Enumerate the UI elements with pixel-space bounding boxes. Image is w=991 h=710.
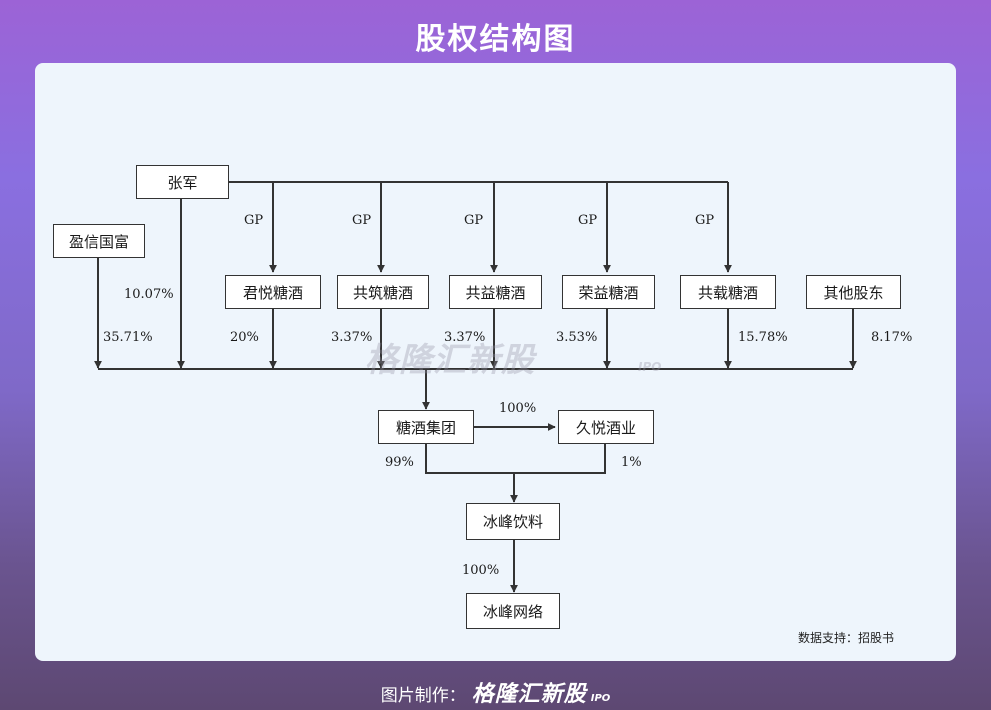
watermark-text: 格隆汇新股 (365, 340, 535, 379)
entity-label: 共益糖酒 (465, 283, 526, 302)
entity-binfeng: 冰峰饮料 (466, 503, 560, 540)
entity-label: 冰峰饮料 (482, 513, 543, 531)
pct-rongyi: 3.53% (556, 330, 598, 345)
entity-label: 君悦糖酒 (242, 283, 303, 302)
entity-yingxin: 盈信国富 (53, 224, 145, 258)
entity-junyue: 君悦糖酒 (225, 275, 321, 309)
entity-label: 荣益糖酒 (578, 283, 639, 302)
pct-zhangjun: 10.07% (124, 287, 174, 302)
entity-gongzai: 共载糖酒 (680, 275, 776, 309)
entity-label: 久悦酒业 (575, 418, 636, 437)
watermark-ipo: IPO (638, 360, 662, 374)
entity-zhangjun: 张军 (136, 165, 229, 199)
pct-group-binfeng: 99% (385, 455, 414, 470)
entity-gongzhu: 共筑糖酒 (337, 275, 429, 309)
pct-binfeng-network: 100% (462, 563, 500, 578)
gp-label-rongyi: GP (578, 213, 598, 228)
entity-jiuyue: 久悦酒业 (558, 410, 654, 444)
entity-label: 张军 (167, 173, 198, 192)
footer-brand-ipo: IPO (590, 693, 611, 704)
pct-gongzai: 15.78% (738, 330, 788, 345)
footer-brand-logo: 格隆汇新股 (471, 682, 587, 707)
entity-label: 糖酒集团 (395, 418, 456, 437)
gp-label-gongzai: GP (695, 213, 715, 228)
gp-label-gongyi: GP (464, 213, 484, 228)
entity-label: 冰峰网络 (482, 602, 543, 621)
pct-gongzhu: 3.37% (331, 330, 373, 345)
gp-label-junyue: GP (244, 213, 264, 228)
entity-network: 冰峰网络 (466, 593, 560, 629)
entity-label: 共筑糖酒 (352, 283, 413, 302)
footer: 图片制作： 格隆汇新股 IPO (0, 676, 991, 708)
pct-junyue: 20% (230, 330, 259, 345)
entity-label: 共载糖酒 (697, 283, 758, 302)
entity-label: 盈信国富 (68, 232, 129, 251)
data-source: 数据支持：招股书 (798, 631, 895, 645)
pct-jiuyue-binfeng: 1% (621, 455, 642, 470)
group-to-binfeng-line (425, 444, 606, 474)
entity-group: 糖酒集团 (378, 410, 474, 444)
page-title: 股权结构图 (415, 22, 576, 57)
pct-gongyi: 3.37% (444, 330, 486, 345)
gp-label-gongzhu: GP (352, 213, 372, 228)
entity-rongyi: 荣益糖酒 (562, 275, 655, 309)
pct-yingxin: 35.71% (103, 330, 153, 345)
entity-others: 其他股东 (806, 275, 901, 309)
entity-gongyi: 共益糖酒 (449, 275, 542, 309)
pct-others: 8.17% (871, 330, 913, 345)
pct-group-jiuyue: 100% (499, 401, 537, 416)
footer-label: 图片制作： (380, 686, 466, 706)
entity-label: 其他股东 (823, 283, 884, 302)
